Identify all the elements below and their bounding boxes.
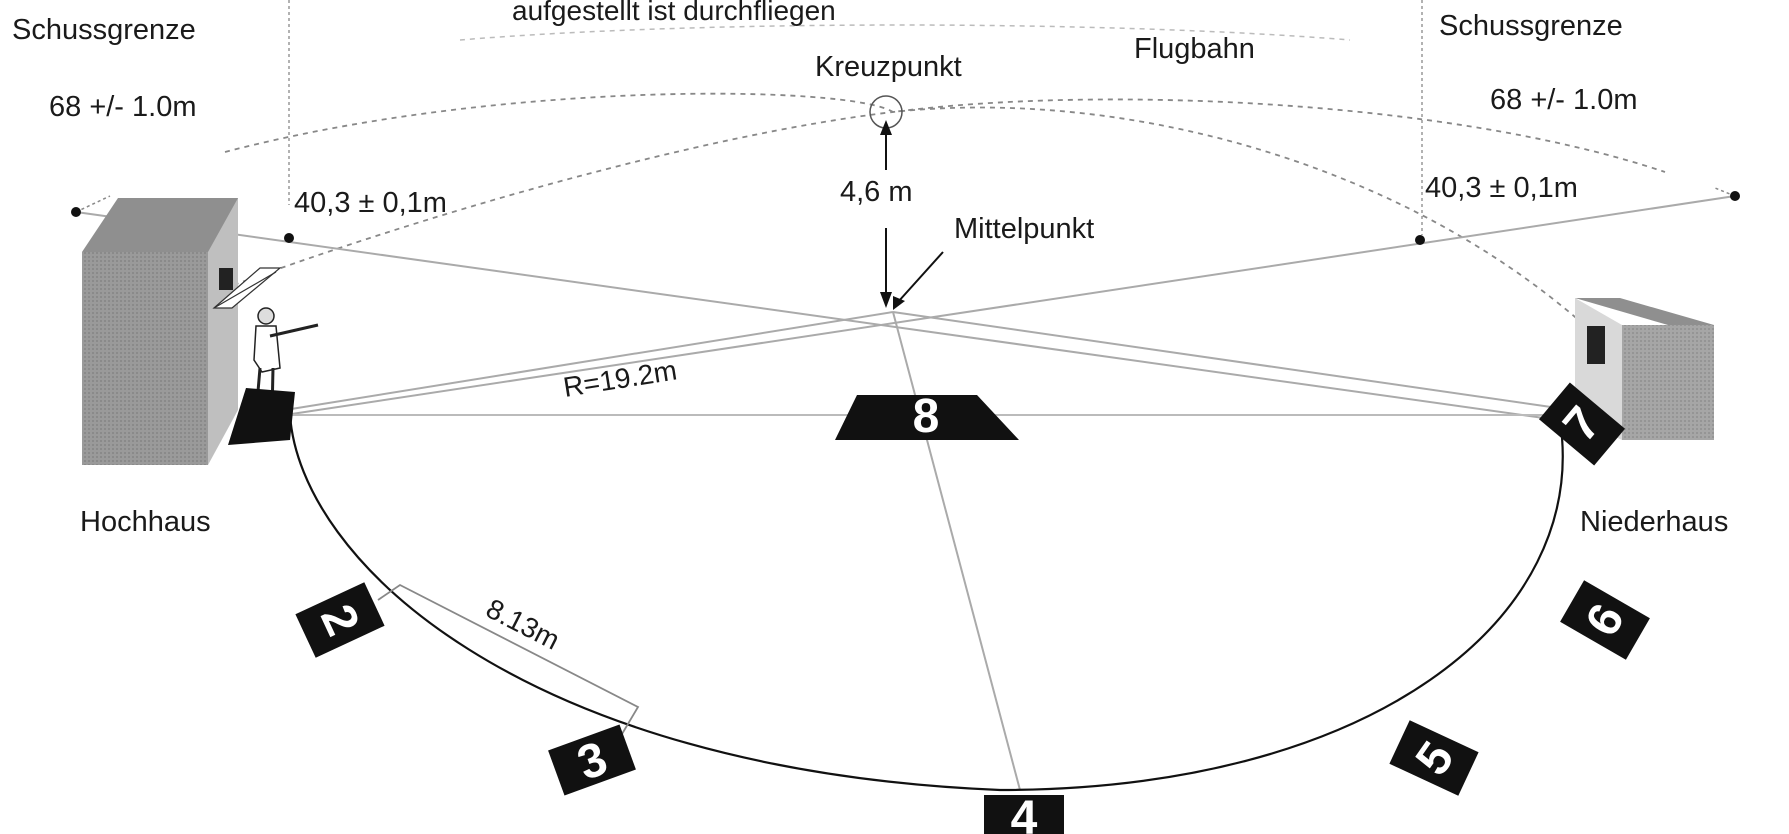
line-center-to-station-4 [892, 311, 1021, 791]
station-marker-2: 2 [295, 582, 385, 658]
station-marker-8: 8 [835, 390, 1019, 443]
mittelpunkt-label: Mittelpunkt [954, 213, 1094, 245]
niederhaus-label: Niederhaus [1580, 506, 1728, 538]
top-text-label: aufgestellt ist durchfliegen [512, 0, 836, 26]
schussgrenze-right-label: Schussgrenze [1439, 10, 1623, 42]
hochhaus-building [82, 198, 282, 465]
endpoint-dot-left [284, 233, 294, 243]
station-marker-5: 5 [1389, 720, 1479, 796]
distance-left-label: 40,3 ± 0,1m [294, 187, 447, 219]
endpoint-dot-right [1415, 235, 1425, 245]
station-marker-4: 4 [984, 792, 1064, 834]
station-semicircle [288, 414, 1564, 792]
shot-limit-line-left [75, 211, 1559, 421]
chord-bracket [377, 583, 640, 735]
station-number-8: 8 [913, 390, 940, 443]
range-right-label: 68 +/- 1.0m [1490, 84, 1638, 116]
flight-path-from-niederhaus [224, 92, 1666, 173]
station-marker-6: 6 [1560, 580, 1650, 660]
hochhaus-label: Hochhaus [80, 506, 211, 538]
height-label: 4,6 m [840, 176, 913, 208]
radius-line-to-station-1 [284, 311, 894, 411]
distance-right-label: 40,3 ± 0,1m [1425, 172, 1578, 204]
shot-limit-ext-left [75, 195, 111, 213]
schussgrenze-left-label: Schussgrenze [12, 14, 196, 46]
mittelpunkt-arrow-head [893, 296, 905, 310]
station-number-4: 4 [1011, 792, 1038, 834]
flugbahn-label: Flugbahn [1134, 33, 1255, 65]
endpoint-dot-far-left [71, 207, 81, 217]
flight-path-top-arc [459, 24, 1351, 41]
height-arrow-head-bottom [880, 292, 892, 308]
shot-limit-line-right [284, 195, 1736, 416]
radius-line-to-station-7 [892, 311, 1559, 409]
endpoint-dot-far-right [1730, 191, 1740, 201]
range-left-label: 68 +/- 1.0m [49, 91, 197, 123]
mittelpunkt-arrow-line [897, 251, 944, 303]
niederhaus-building [1575, 298, 1714, 440]
station-marker-1 [228, 388, 295, 445]
height-arrow-head-top [880, 120, 892, 135]
kreuzpunkt-label: Kreuzpunkt [815, 51, 962, 83]
station-marker-3: 3 [548, 724, 636, 796]
chord-length-label: 8.13m [481, 593, 564, 656]
